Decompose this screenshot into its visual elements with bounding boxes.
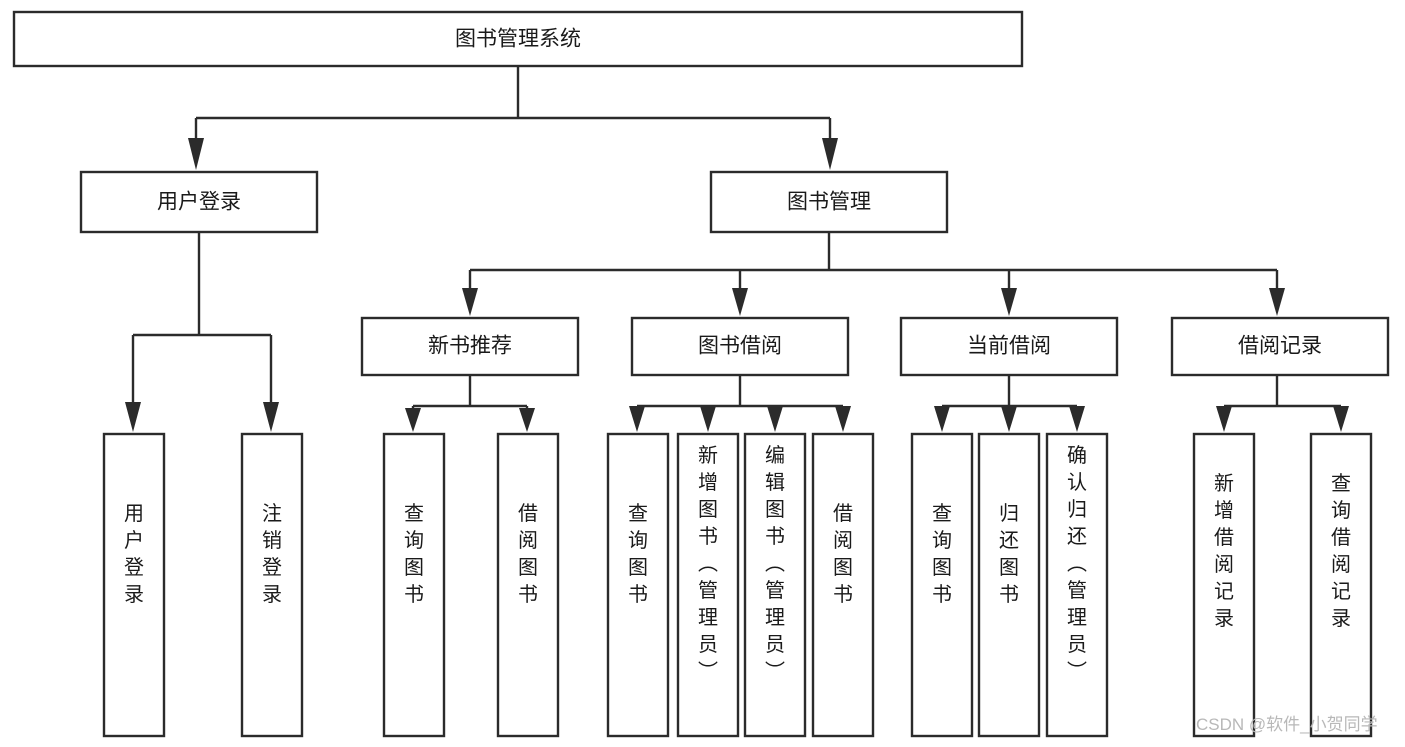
node-leaf-query-borrow-record[interactable]: 查询借阅记录 (1309, 432, 1373, 738)
node-leaf-query-borrow-record-label: 查询借阅记录 (1331, 472, 1351, 630)
node-leaf-add-book-admin-label: 新增图书︵管理员︶ (698, 444, 718, 683)
connector-group-borrow-record-to-leaves (1216, 375, 1349, 432)
arrow-head-leaf-query-book-borrow (629, 406, 645, 432)
node-leaf-query-book-rec[interactable]: 查询图书 (382, 432, 446, 738)
arrow-head-leaf-query-borrow-record (1333, 406, 1349, 432)
node-book-borrow[interactable]: 图书借阅 (630, 316, 850, 377)
node-leaf-add-book-admin-box[interactable] (676, 432, 740, 738)
node-user-login-label: 用户登录 (157, 191, 241, 214)
node-leaf-confirm-return-admin-box[interactable] (1045, 432, 1109, 738)
node-new-book-rec-label: 新书推荐 (428, 335, 512, 358)
node-leaf-user-logout-box[interactable] (240, 432, 304, 738)
arrow-head-new-book-rec (462, 288, 478, 316)
connector-group-root-to-level2 (188, 65, 838, 170)
node-leaf-query-book-borrow-box[interactable] (606, 432, 670, 738)
node-leaf-confirm-return-admin-label: 确认归还︵管理员︶ (1067, 444, 1087, 683)
arrow-head-leaf-user-logout (263, 402, 279, 432)
node-leaf-query-book-rec-box[interactable] (382, 432, 446, 738)
arrow-head-leaf-add-borrow-record (1216, 406, 1232, 432)
node-book-manage-box[interactable] (709, 170, 949, 234)
arrow-head-leaf-borrow-book-rec (519, 408, 535, 432)
node-leaf-query-book-current[interactable]: 查询图书 (910, 432, 974, 738)
connector-group-user-login-to-leaves (125, 232, 279, 432)
node-leaf-query-book-borrow[interactable]: 查询图书 (606, 432, 670, 738)
node-leaf-query-book-current-label: 查询图书 (932, 502, 952, 606)
node-leaf-query-book-borrow-label: 查询图书 (628, 502, 648, 606)
arrow-head-leaf-query-book-current (934, 406, 950, 432)
node-leaf-borrow-book-rec-label: 借阅图书 (518, 502, 538, 606)
node-leaf-borrow-book-rec[interactable]: 借阅图书 (496, 432, 560, 738)
node-book-manage-label: 图书管理 (787, 191, 871, 214)
arrow-head-leaf-user-login (125, 402, 141, 432)
node-leaf-borrow-book-label: 借阅图书 (833, 502, 853, 606)
connector-group-new-book-rec-to-leaves (405, 375, 535, 432)
node-user-login[interactable]: 用户登录 (79, 170, 319, 234)
node-leaf-edit-book-admin-box[interactable] (743, 432, 807, 738)
node-leaf-add-book-admin[interactable]: 新增图书︵管理员︶ (676, 432, 740, 738)
node-leaf-borrow-book[interactable]: 借阅图书 (811, 432, 875, 738)
arrow-head-leaf-query-book-rec (405, 408, 421, 432)
node-book-manage[interactable]: 图书管理 (709, 170, 949, 234)
node-user-login-box[interactable] (79, 170, 319, 234)
node-leaf-user-login-box[interactable] (102, 432, 166, 738)
node-leaf-borrow-book-rec-box[interactable] (496, 432, 560, 738)
node-leaf-query-book-rec-label: 查询图书 (404, 502, 424, 606)
arrow-head-leaf-confirm-return-admin (1069, 406, 1085, 432)
node-leaf-add-borrow-record[interactable]: 新增借阅记录 (1192, 432, 1256, 738)
node-new-book-rec[interactable]: 新书推荐 (360, 316, 580, 377)
arrow-head-current-borrow (1001, 288, 1017, 316)
node-leaf-confirm-return-admin[interactable]: 确认归还︵管理员︶ (1045, 432, 1109, 738)
csdn-watermark: CSDN @软件_小贺同学 (1196, 715, 1378, 734)
arrow-head-borrow-record (1269, 288, 1285, 316)
node-leaf-edit-book-admin[interactable]: 编辑图书︵管理员︶ (743, 432, 807, 738)
node-leaf-borrow-book-box[interactable] (811, 432, 875, 738)
node-root[interactable]: 图书管理系统 (12, 10, 1024, 68)
node-leaf-user-logout-label: 注销登录 (262, 502, 282, 606)
arrow-head-user-login (188, 138, 204, 170)
node-leaf-user-login-label: 用户登录 (124, 503, 144, 606)
connector-group-current-borrow-to-leaves (934, 375, 1085, 432)
arrow-head-leaf-return-book (1001, 406, 1017, 432)
node-leaf-return-book-label: 归还图书 (999, 502, 1019, 606)
node-root-box[interactable] (12, 10, 1024, 68)
node-current-borrow[interactable]: 当前借阅 (899, 316, 1119, 377)
node-book-borrow-label: 图书借阅 (698, 335, 782, 358)
node-book-borrow-box[interactable] (630, 316, 850, 377)
node-leaf-return-book-box[interactable] (977, 432, 1041, 738)
connector-group-book-borrow-to-leaves (629, 375, 851, 432)
node-leaf-add-borrow-record-label: 新增借阅记录 (1214, 472, 1234, 630)
arrow-head-leaf-add-book-admin (700, 406, 716, 432)
arrow-head-book-manage (822, 138, 838, 170)
node-leaf-query-borrow-record-box[interactable] (1309, 432, 1373, 738)
node-leaf-user-logout[interactable]: 注销登录 (240, 432, 304, 738)
node-current-borrow-box[interactable] (899, 316, 1119, 377)
connector-group-book-manage-to-level3 (462, 232, 1285, 316)
arrow-head-leaf-borrow-book (835, 406, 851, 432)
node-borrow-record-box[interactable] (1170, 316, 1390, 377)
arrow-head-leaf-edit-book-admin (767, 406, 783, 432)
arrow-head-book-borrow (732, 288, 748, 316)
node-current-borrow-label: 当前借阅 (967, 335, 1051, 358)
node-leaf-user-login[interactable]: 用户登录 (102, 432, 166, 738)
node-new-book-rec-box[interactable] (360, 316, 580, 377)
node-leaf-add-borrow-record-box[interactable] (1192, 432, 1256, 738)
node-root-label: 图书管理系统 (455, 28, 581, 51)
node-borrow-record[interactable]: 借阅记录 (1170, 316, 1390, 377)
node-leaf-edit-book-admin-label: 编辑图书︵管理员︶ (765, 444, 785, 683)
node-leaf-query-book-current-box[interactable] (910, 432, 974, 738)
node-borrow-record-label: 借阅记录 (1238, 335, 1322, 358)
node-leaf-return-book[interactable]: 归还图书 (977, 432, 1041, 738)
